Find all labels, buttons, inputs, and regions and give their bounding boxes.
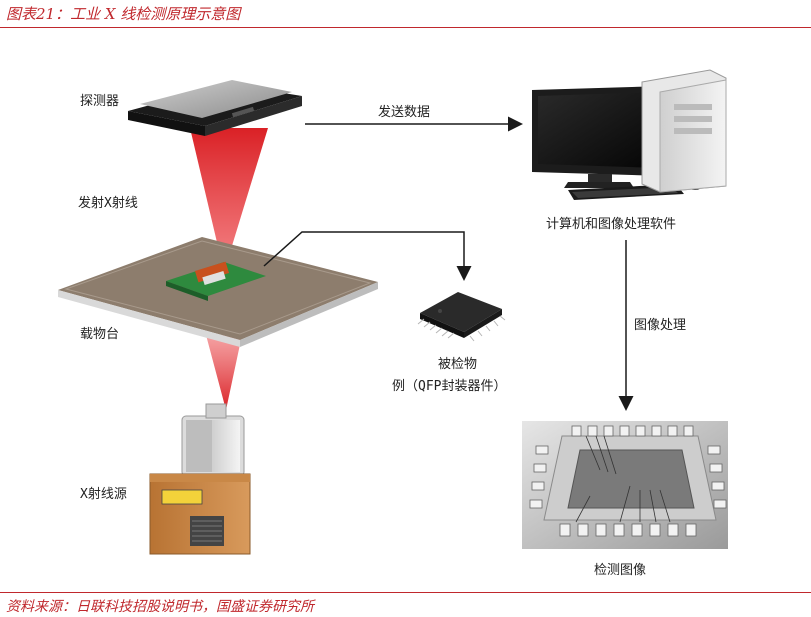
callout-line — [263, 231, 472, 281]
xray-beam-upper — [190, 128, 268, 272]
inspection-image — [522, 421, 728, 549]
stage-image — [58, 237, 378, 347]
footer-divider — [0, 592, 811, 593]
xray-source-label: X射线源 — [80, 487, 127, 502]
qfp-chip-image — [417, 292, 506, 342]
object-label-line2: 例（QFP封装器件） — [392, 379, 507, 394]
inspection-image-label: 检测图像 — [594, 563, 647, 578]
computer-label: 计算机和图像处理软件 — [546, 217, 677, 232]
detector-image — [128, 80, 302, 136]
send-data-label: 发送数据 — [378, 105, 431, 120]
emit-xray-label: 发射X射线 — [78, 196, 138, 211]
object-label-line1: 被检物 — [438, 357, 478, 372]
source-note: 资料来源：日联科技招股说明书，国盛证券研究所 — [6, 599, 314, 615]
image-processing-label: 图像处理 — [634, 318, 687, 333]
figure-title: 图表21：工业 X 线检测原理示意图 — [6, 5, 241, 23]
computer-image — [532, 69, 727, 200]
stage-label: 载物台 — [80, 327, 120, 342]
header-divider — [0, 27, 811, 28]
detector-label: 探测器 — [80, 94, 120, 109]
xray-source-image — [149, 403, 251, 555]
xray-beam-lower — [206, 335, 242, 410]
